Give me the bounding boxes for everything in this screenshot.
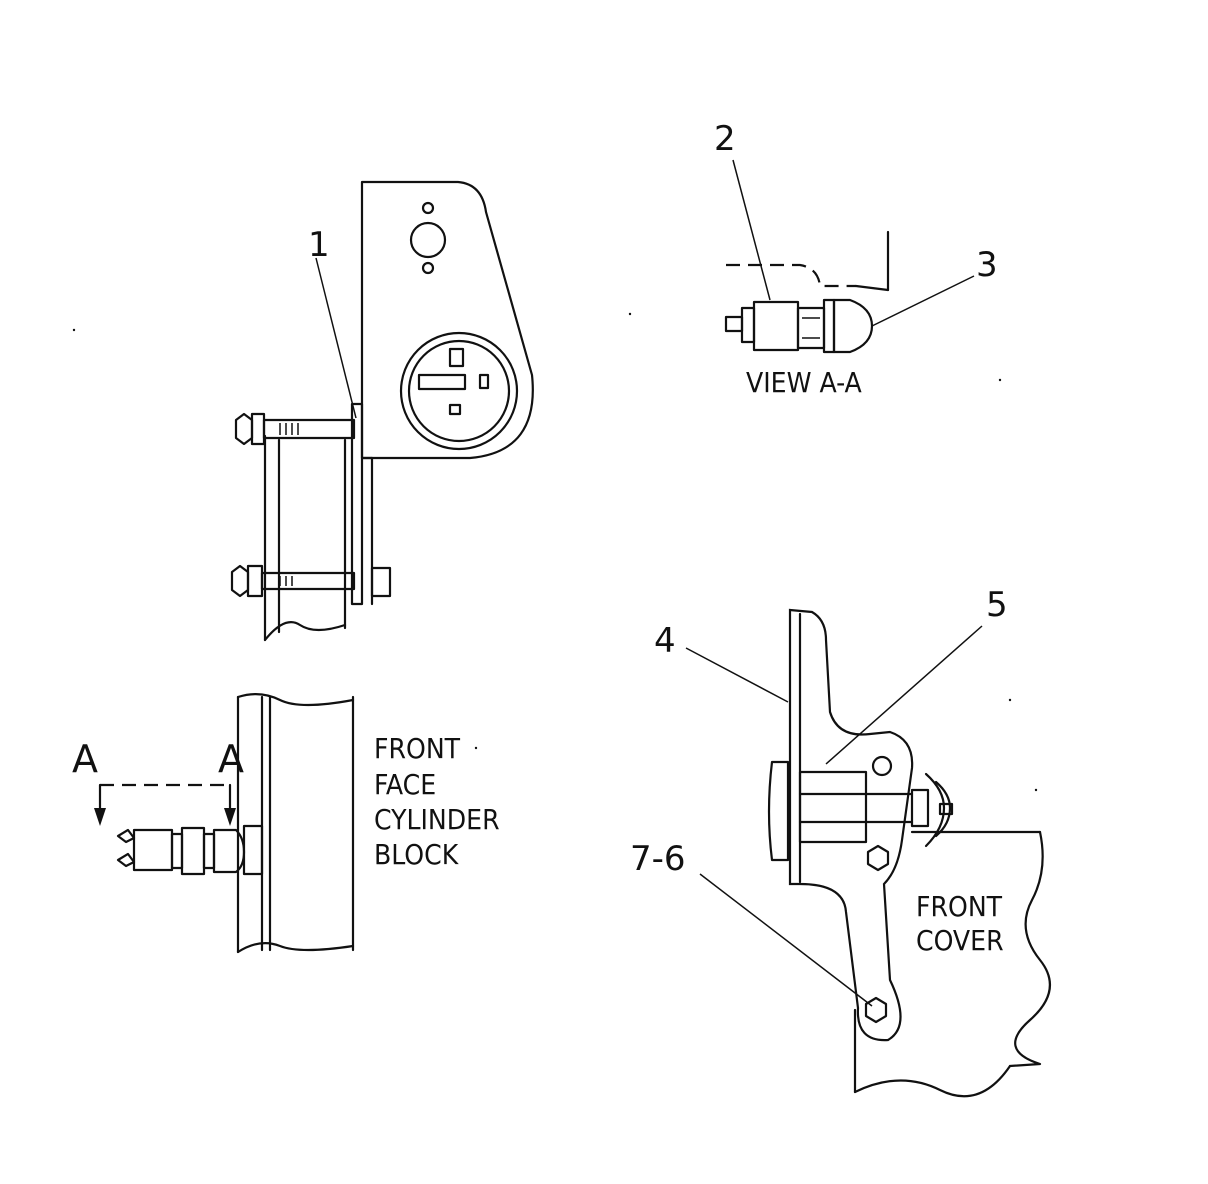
section-mark-right: A bbox=[218, 737, 244, 781]
callout-3: 3 bbox=[976, 245, 998, 285]
view-a-a-label: VIEW A-A bbox=[746, 366, 863, 399]
cylinder-block-label-line4: BLOCK bbox=[374, 838, 460, 871]
section-mark-left: A bbox=[72, 737, 98, 781]
cylinder-block-label-line2: FACE bbox=[374, 768, 436, 801]
callout-1: 1 bbox=[308, 225, 330, 265]
callout-2: 2 bbox=[714, 119, 736, 159]
cylinder-block-label-line1: FRONT bbox=[374, 732, 461, 765]
upper-bolt bbox=[234, 412, 356, 446]
front-cover-label-line2: COVER bbox=[916, 924, 1004, 957]
callout-5: 5 bbox=[986, 585, 1008, 625]
cylinder-block-label-line3: CYLINDER bbox=[374, 803, 500, 836]
front-cover-bracket bbox=[685, 608, 1051, 1098]
view-a-a bbox=[724, 159, 975, 354]
switch-dial bbox=[399, 331, 519, 451]
front-cover-label-line1: FRONT bbox=[916, 890, 1003, 923]
callout-4: 4 bbox=[654, 621, 676, 661]
mounting-bracket-assembly bbox=[230, 180, 534, 642]
cylinder-block-face bbox=[94, 693, 355, 954]
lower-bolt bbox=[230, 564, 392, 598]
callout-7-6: 7-6 bbox=[630, 839, 686, 879]
